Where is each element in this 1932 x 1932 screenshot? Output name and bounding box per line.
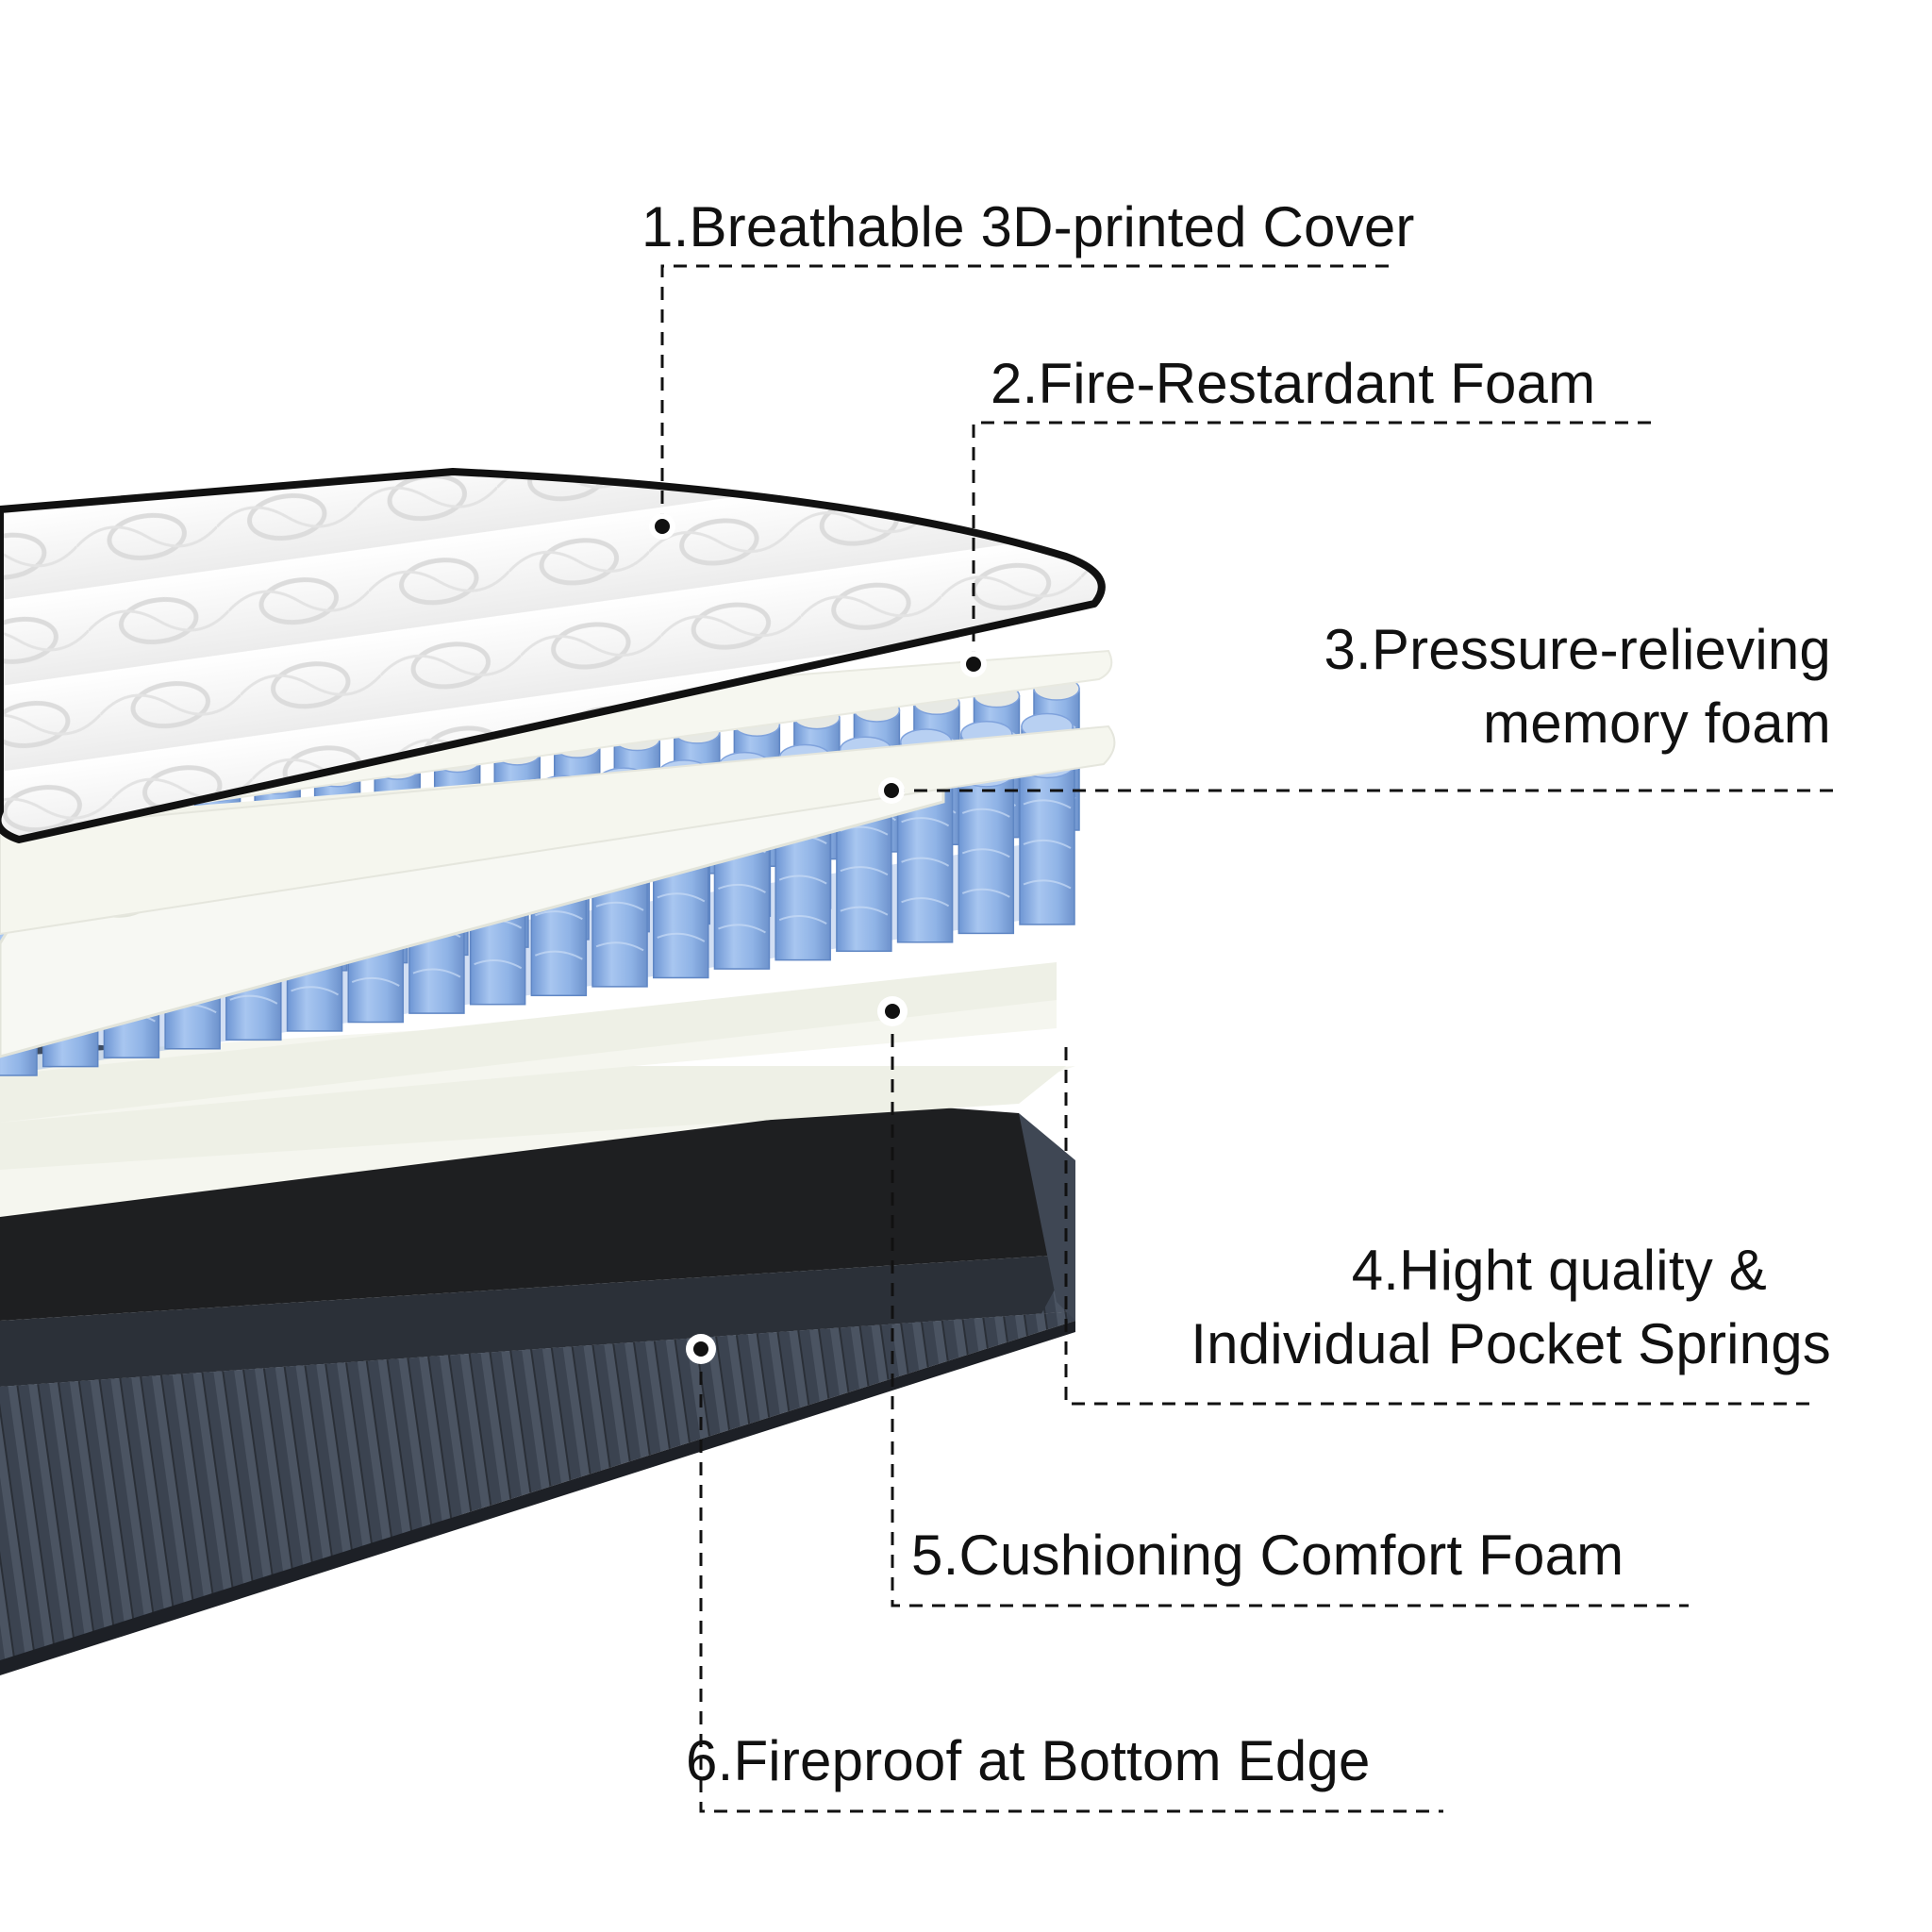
layer-1-line-1: 1.Breathable 3D-printed Cover: [641, 195, 1415, 258]
marker-dots: [649, 513, 987, 1364]
layer-3-line-2: memory foam: [1483, 691, 1831, 755]
layer-6-line-1: 6.Fireproof at Bottom Edge: [686, 1729, 1371, 1792]
layer-6-label: 6.Fireproof at Bottom Edge: [686, 1724, 1371, 1798]
layer-2-line-1: 2.Fire-Restardant Foam: [991, 352, 1596, 415]
leader-line-5: [891, 1011, 1689, 1607]
dot-marker-icon: [686, 1334, 716, 1364]
dot-marker-icon: [649, 513, 675, 540]
layer-3-line-1: 3.Pressure-relieving: [1324, 618, 1831, 681]
layer-4-line-2: Individual Pocket Springs: [1191, 1312, 1831, 1375]
dot-marker-icon: [960, 651, 987, 677]
leader-lines: [660, 264, 1840, 1813]
layer-3-label: 3.Pressure-relieving memory foam: [1324, 613, 1831, 760]
leader-line-2: [972, 421, 1660, 664]
leader-line-6: [699, 1349, 1443, 1813]
leader-line-4: [1064, 1047, 1811, 1406]
layer-5-label: 5.Cushioning Comfort Foam: [911, 1519, 1624, 1592]
leader-line-1: [660, 264, 1396, 526]
layer-5-line-1: 5.Cushioning Comfort Foam: [911, 1524, 1624, 1587]
dot-marker-icon: [877, 996, 908, 1026]
layer-2-label: 2.Fire-Restardant Foam: [991, 347, 1595, 421]
layer-4-line-1: 4.Hight quality &: [1351, 1239, 1767, 1302]
top-cover-layer: [0, 468, 1106, 843]
layer-4-label: 4.Hight quality & Individual Pocket Spri…: [1191, 1234, 1831, 1381]
layer-1-label: 1.Breathable 3D-printed Cover: [641, 191, 1415, 264]
dot-marker-icon: [878, 777, 905, 804]
